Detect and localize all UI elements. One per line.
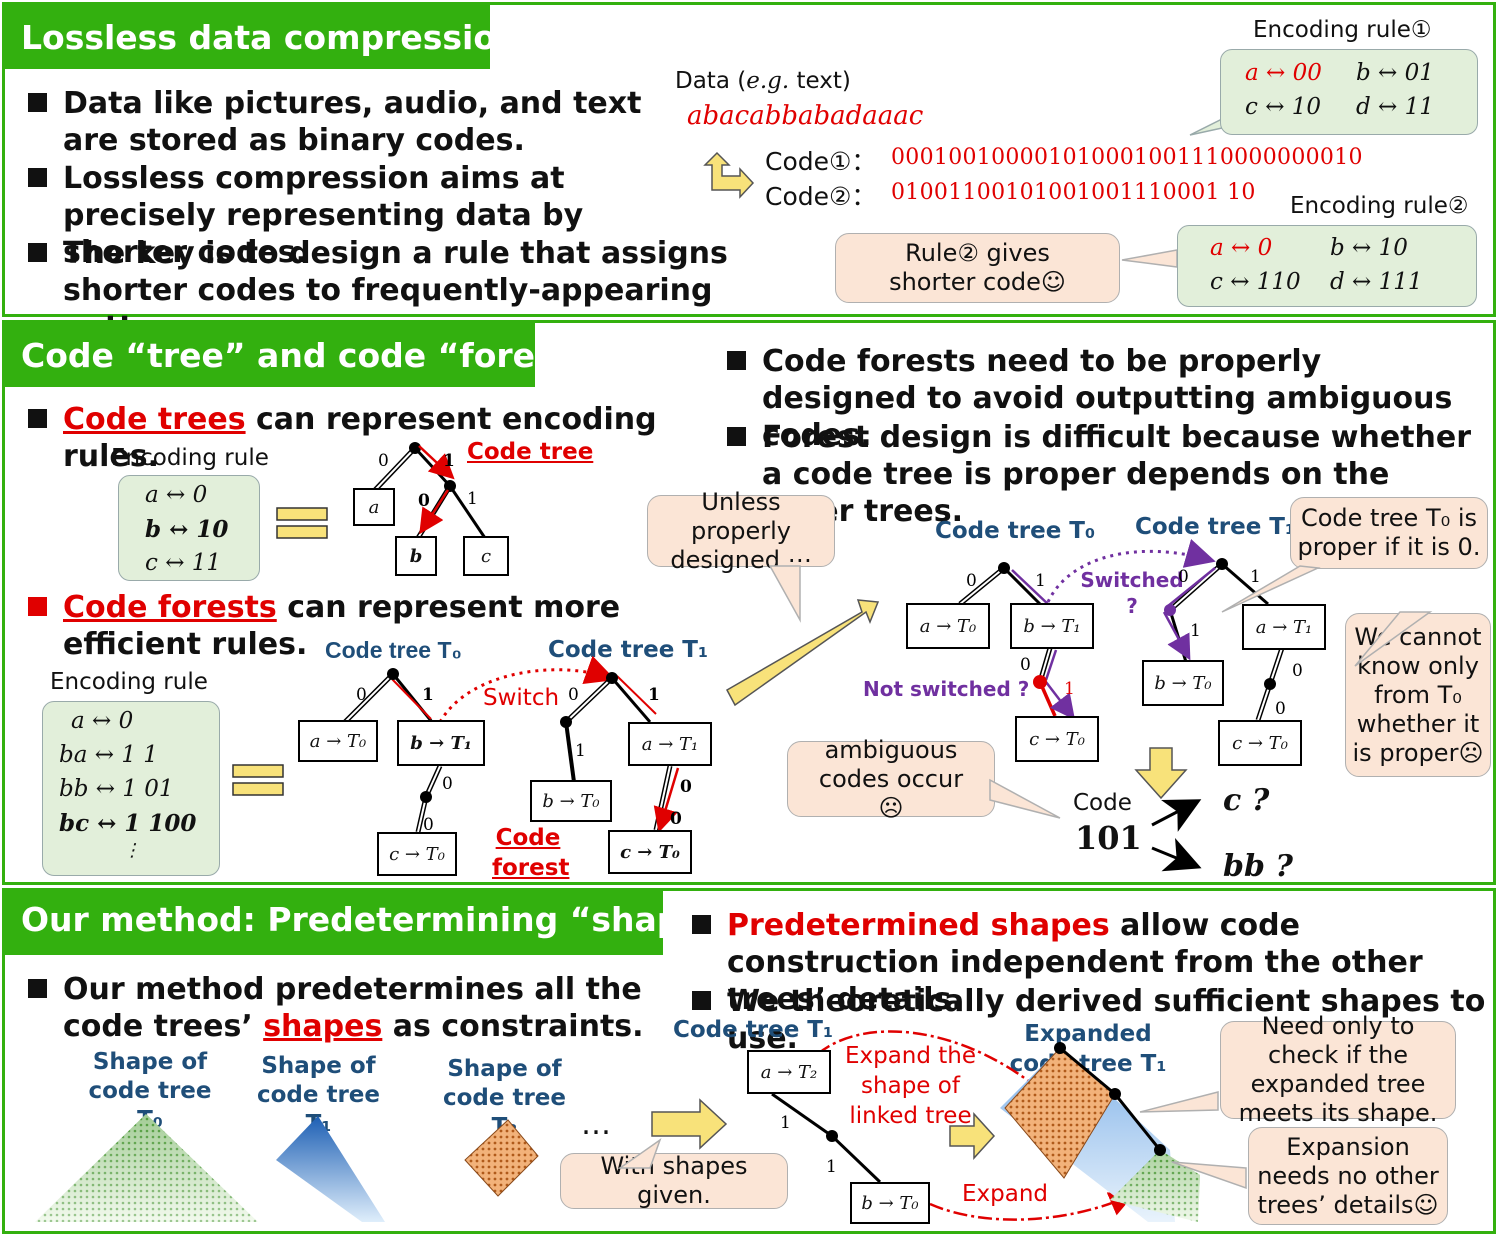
code2-label: Code②：	[765, 182, 877, 211]
ambig-node-a-t0: a → T₀	[906, 603, 990, 649]
result-bb: bb ?	[1223, 849, 1293, 884]
not-switched-label: Not switched ?	[863, 677, 1030, 701]
bullet-marker	[692, 991, 711, 1010]
shape-t2-title: Shape of code tree T₂	[442, 1056, 567, 1140]
ambig-node-c-t0: c → T₀	[1015, 716, 1099, 762]
bullet-marker	[28, 597, 47, 616]
forest-node-b-t0: b → T₀	[530, 780, 612, 822]
bullet-shapes: Our method predetermines all the code tr…	[28, 971, 673, 1045]
bullet-marker	[28, 409, 47, 428]
small-tree-node-a: a	[353, 488, 395, 526]
code-forest-label: Code forest	[492, 825, 570, 881]
ambig-t1-title: Code tree T₁	[1135, 514, 1296, 540]
panel-lossless: Lossless data compression Data like pict…	[2, 2, 1496, 345]
enc-rule2-title: Encoding rule	[50, 669, 208, 695]
forest-t1-title: Code tree T₁	[548, 637, 709, 663]
bullet-marker	[727, 427, 746, 446]
right-bullet-2: Forest design is difficult because wheth…	[727, 419, 1482, 530]
data-string: abacabbabadaaac	[687, 101, 924, 131]
bullet-code-forests: Code forests can represent more efficien…	[28, 589, 743, 663]
method-node-b-t0: b → T₀	[850, 1182, 930, 1224]
shape-t1-title: Shape of code tree T₁	[256, 1053, 381, 1137]
code2-value: 01001100101001001110001 10	[891, 180, 1256, 205]
small-tree-node-c: c	[463, 536, 509, 576]
callout-given: With shapes given.	[560, 1152, 788, 1209]
bullet-2: Lossless compression aims at precisely r…	[28, 160, 703, 271]
rule1-title: Encoding rule①	[1253, 17, 1432, 43]
forest-t0-title: Code tree T₀	[325, 637, 462, 663]
data-label: Data (e.g. text)	[675, 68, 851, 94]
bullet-marker	[28, 168, 47, 187]
ambig-node-b-t1: b → T₁	[1010, 603, 1094, 649]
ambig-node-b-t0: b → T₀	[1142, 660, 1224, 706]
right-bullet-derived: We theoretically derived sufficient shap…	[692, 983, 1487, 1057]
enc-rule-box: a ↔ 0 b ↔ 10 c ↔ 11	[118, 475, 260, 581]
rule2-callout: Rule② gives shorter code☺	[835, 233, 1120, 303]
expanded-title: Expanded code tree T₁	[1009, 1021, 1167, 1077]
callout-expansion: Expansion needs no other trees’ details☺	[1248, 1127, 1448, 1225]
bullet-code-trees: Code trees can represent encoding rules.	[28, 401, 723, 475]
bullet-marker	[727, 351, 746, 370]
small-tree-node-b: b	[395, 536, 437, 576]
bullet-3: The key is to design a rule that assigns…	[28, 235, 823, 346]
forest-node-c-t0-bold: c → T₀	[608, 830, 692, 874]
right-bullet-1: Code forests need to be properly designe…	[727, 343, 1472, 454]
bullet-marker	[28, 93, 47, 112]
callout-cannot: We cannot know only from T₀ whether it i…	[1345, 613, 1491, 777]
bullet-marker	[692, 915, 711, 934]
method-node-a-t2: a → T₂	[747, 1050, 831, 1094]
bullet-1: Data like pictures, audio, and text are …	[28, 85, 673, 159]
bullet-marker	[28, 243, 47, 262]
panel-title: Our method: Predetermining “shapes”	[5, 891, 663, 955]
forest-node-a-t0: a → T₀	[298, 720, 378, 762]
rule2-box: a ↔ 0 b ↔ 10 c ↔ 110 d ↔ 111	[1177, 225, 1477, 307]
enc-rule-title: Encoding rule	[111, 445, 269, 471]
rule1-box: a ↔ 00 b ↔ 01 c ↔ 10 d ↔ 11	[1220, 49, 1478, 135]
callout-check: Need only to check if the expanded tree …	[1220, 1012, 1456, 1127]
forest-node-c-t0: c → T₀	[377, 832, 457, 876]
ambig-node-c-t0-2: c → T₀	[1218, 720, 1302, 766]
switch-label: Switch	[483, 685, 560, 711]
code-label: Code	[1073, 790, 1132, 816]
ambig-node-a-t1: a → T₁	[1242, 604, 1326, 650]
forest-node-b-t1: b → T₁	[397, 720, 485, 766]
forest-node-a-t1: a → T₁	[628, 722, 712, 766]
bullet-marker	[28, 979, 47, 998]
right-bullet-predetermined: Predetermined shapes allow code construc…	[692, 907, 1467, 1018]
expand-label: Expand	[962, 1181, 1049, 1207]
panel-title: Code “tree” and code “forest”	[5, 323, 535, 387]
code1-value: 000100100001010001001110000000010	[891, 145, 1363, 170]
enc-rule2-box: a ↔ 0 ba ↔ 1 1 bb ↔ 1 01 bc ↔ 1 100 ⋮	[42, 701, 220, 876]
shape-t0-title: Shape of code tree T₀	[88, 1049, 212, 1133]
callout-unless: Unless properly designed ⋯	[647, 488, 835, 574]
method-t1-title: Code tree T₁	[673, 1017, 834, 1043]
code-tree-label: Code tree	[467, 439, 594, 465]
panel-tree-forest: Code “tree” and code “forest” Code trees…	[2, 320, 1496, 885]
code-value: 101	[1075, 819, 1142, 857]
callout-proper: Code tree T₀ is proper if it is 0.	[1290, 497, 1488, 569]
panel-title: Lossless data compression	[5, 5, 490, 69]
callout-ambiguous: ambiguous codes occur☹	[787, 736, 995, 822]
rule2-title: Encoding rule②	[1290, 193, 1469, 219]
result-c: c ?	[1223, 783, 1270, 818]
expand-shape-label: Expand the shape of linked tree	[844, 1043, 977, 1129]
ambig-t0-title: Code tree T₀	[935, 518, 1096, 544]
shapes-ellipsis: …	[581, 1107, 611, 1142]
code1-label: Code①：	[765, 147, 877, 176]
